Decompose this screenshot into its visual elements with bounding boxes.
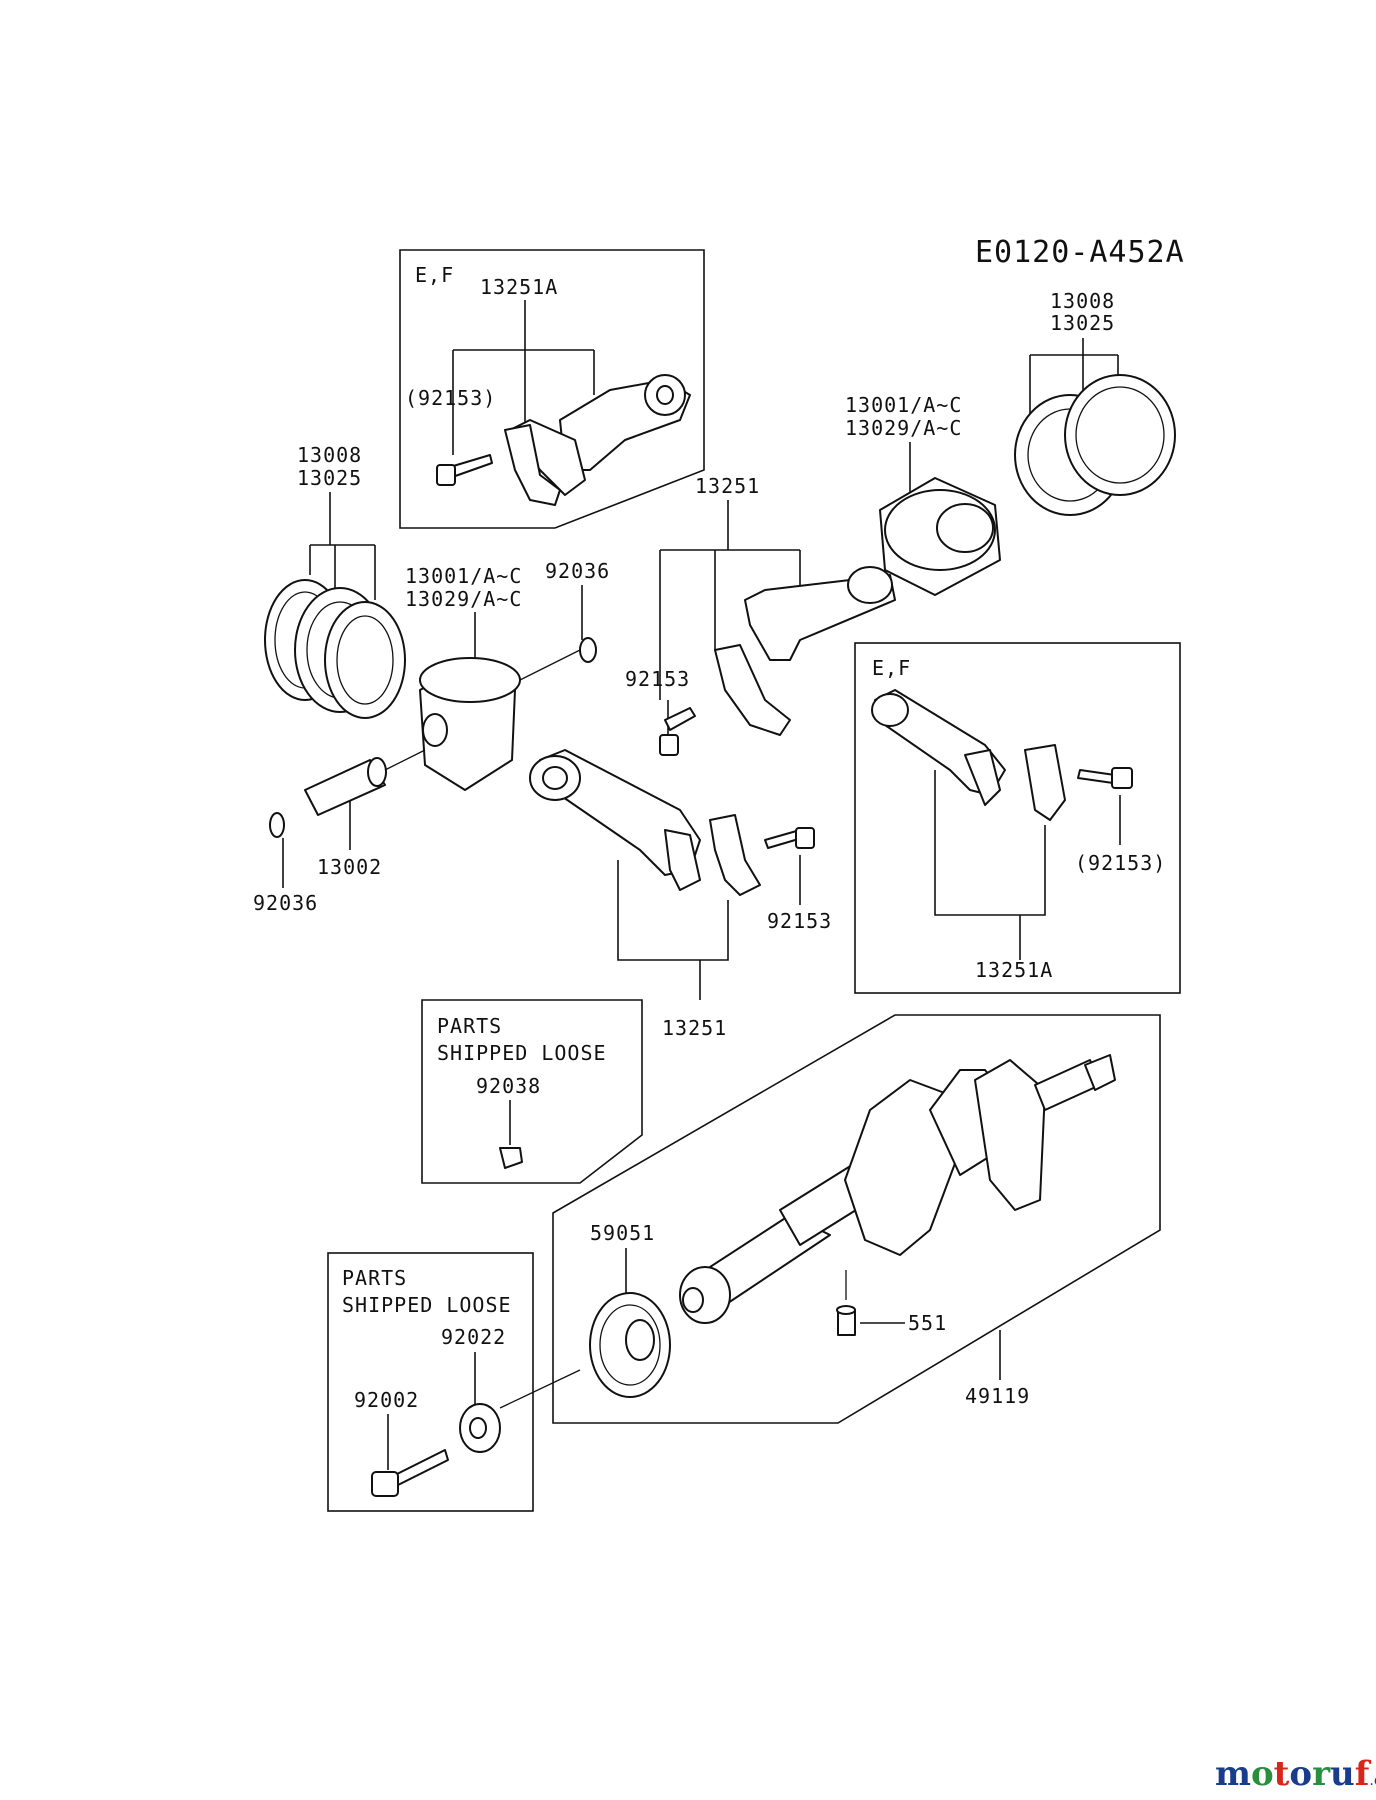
loose-gear-line2: SHIPPED LOOSE [342,1293,512,1317]
leader-13251a-top [452,300,595,455]
part-label-13002: 13002 [317,855,382,879]
watermark-letter: t [1274,1754,1290,1794]
diagram-code: E0120-A452A [975,235,1185,270]
assembly-line-pin [384,749,426,771]
part-label-92153-top: (92153) [405,386,496,410]
washer-icon [459,1403,501,1453]
variant-tag-right: E,F [872,656,911,680]
watermark-letter: r [1312,1754,1331,1794]
loose-parts-box-key [421,999,643,1184]
rod-cap-icon [504,424,561,506]
piston-icon-right [879,477,1001,596]
circlip-icon-bottom [269,812,285,838]
watermark-letter: m [1215,1754,1251,1794]
rod-bolt-icon-right [1077,767,1133,789]
part-label-92036-top: 92036 [545,559,610,583]
part-label-49119: 49119 [965,1384,1030,1408]
watermark-letter: u [1330,1754,1355,1794]
assembly-line-gear [499,1369,581,1409]
variant-box-top [399,249,705,529]
rod-bolt-icon-left [764,827,815,849]
crank-group-box [552,1014,1161,1424]
loose-key-line1: PARTS [437,1014,502,1038]
watermark-letter: o [1251,1754,1274,1794]
leader-rod-center [659,500,801,700]
piston-rings-icon-right [1014,374,1176,516]
rod-cap-icon-left [709,814,761,896]
part-label-13001-right: 13001/A~C [845,393,962,417]
variant-box-right [854,642,1181,994]
crankshaft-icon [679,1054,1116,1324]
leader-rod-left [617,860,729,1000]
part-label-13025-left: 13025 [297,466,362,490]
part-label-13029-left: 13029/A~C [405,587,522,611]
rod-bolt-icon [436,454,493,486]
loose-gear-line1: PARTS [342,1266,407,1290]
watermark-logo: motoruf.de [1215,1754,1376,1794]
part-label-92153-right: (92153) [1075,851,1166,875]
part-label-59051: 59051 [590,1221,655,1245]
loose-parts-box-bolt [327,1252,534,1512]
assembly-line-clip [519,649,581,681]
piston-pin-icon [304,757,387,816]
watermark-letter: f [1355,1754,1372,1794]
part-label-13029-right: 13029/A~C [845,416,962,440]
rod-bolt-icon-center [659,707,696,756]
piston-rings-icon [264,579,406,719]
part-label-92002: 92002 [354,1388,419,1412]
connecting-rod-icon-left [529,749,701,891]
gear-icon [589,1292,671,1398]
piston-icon [419,657,521,791]
circlip-icon [579,637,597,663]
part-label-551: 551 [908,1311,947,1335]
part-label-92022: 92022 [441,1325,506,1349]
part-label-13008-left: 13008 [297,443,362,467]
leader-rings-left [309,492,376,610]
connecting-rod-icon-right [871,689,1006,806]
woodruff-key-icon [499,1147,523,1169]
connecting-rod-icon-center [714,566,896,736]
part-label-13251-left: 13251 [662,1016,727,1040]
part-label-92036-bottom: 92036 [253,891,318,915]
part-label-13251a-top: 13251A [480,275,558,299]
part-label-13251-center: 13251 [695,474,760,498]
part-label-13001-left: 13001/A~C [405,564,522,588]
variant-tag-top: E,F [415,263,454,287]
part-label-13251a-right: 13251A [975,958,1053,982]
loose-key-line2: SHIPPED LOOSE [437,1041,607,1065]
watermark-letter: o [1289,1754,1312,1794]
leader-rings-right [1029,338,1119,430]
bolt-icon [371,1449,449,1497]
part-label-92153-left: 92153 [767,909,832,933]
rod-cap-icon-right [1024,744,1066,821]
dowel-top-icon [836,1305,856,1315]
part-label-92153-center: 92153 [625,667,690,691]
leader-rod-right [934,770,1046,960]
part-label-13025-right: 13025 [1050,311,1115,335]
part-label-92038: 92038 [476,1074,541,1098]
part-label-13008-right: 13008 [1050,289,1115,313]
